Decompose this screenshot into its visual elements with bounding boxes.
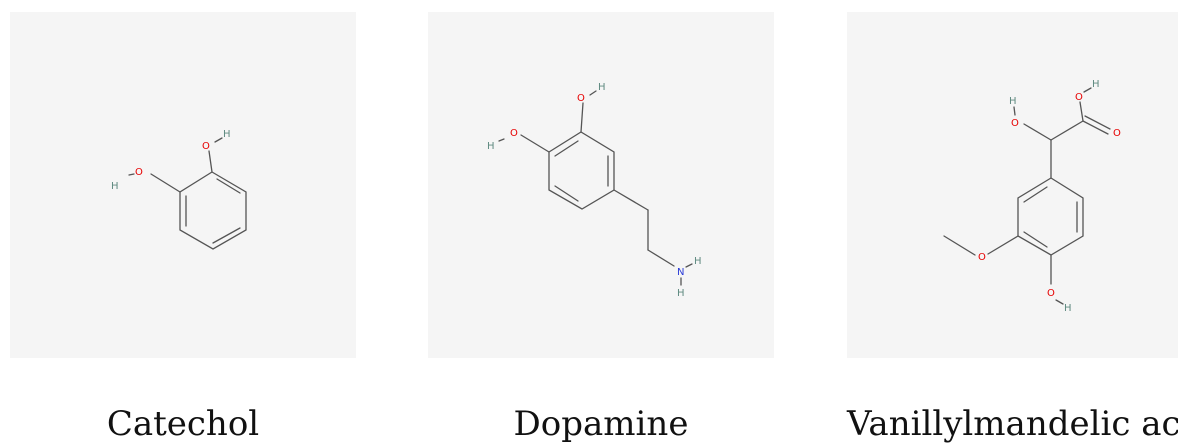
vanillylmandelic-acid-caption: Vanillylmandelic acid	[847, 404, 1178, 444]
atom-oxygen: O	[978, 252, 986, 263]
atom-hydrogen: H	[223, 129, 231, 140]
atom-hydrogen: H	[1092, 79, 1100, 90]
catechol-oh-bond	[128, 173, 135, 176]
catechol-ring	[179, 171, 247, 250]
dopamine-chain-bond	[613, 189, 649, 211]
dopamine-oh-bond	[498, 138, 505, 142]
dopamine-nh-bond	[685, 263, 693, 268]
catechol-o-bond	[208, 150, 213, 173]
catechol-structure: O H O H	[111, 129, 247, 250]
catechol-caption: Catechol	[106, 404, 260, 444]
atom-hydrogen: H	[694, 256, 702, 267]
atom-oxygen: O	[1113, 128, 1121, 139]
atom-oxygen: O	[577, 93, 585, 104]
vma-inner-bond	[1023, 186, 1048, 203]
vma-oh-bond	[1083, 87, 1092, 93]
atom-oxygen: O	[1011, 118, 1019, 129]
atom-hydrogen: H	[1064, 303, 1072, 314]
dopamine-oh-bond	[589, 90, 597, 96]
vma-carboxyl-double-bond	[1082, 120, 1109, 135]
vma-carboxyl-o-bond	[1079, 101, 1084, 122]
dopamine-ring	[548, 131, 615, 210]
vma-oh-bond	[1013, 106, 1016, 116]
atom-oxygen: O	[135, 167, 143, 178]
dopamine-chain-bond	[647, 249, 675, 267]
catechol-oh-bond	[214, 137, 223, 143]
dopamine-structure-panel: O H O H N H H	[428, 12, 774, 358]
vma-methoxy-bond	[987, 235, 1019, 255]
atom-oxygen: O	[510, 128, 518, 139]
dopamine-structure: O H O H N H H	[487, 82, 702, 299]
vma-carboxyl-bond	[1050, 120, 1084, 141]
atom-hydrogen: H	[1009, 96, 1017, 107]
vma-methoxy-bond	[943, 235, 976, 256]
catechol-o-bond	[150, 173, 181, 193]
atom-oxygen: O	[202, 141, 210, 152]
atom-oxygen: O	[1075, 92, 1083, 103]
atom-oxygen: O	[1047, 288, 1055, 299]
catechol-structure-panel: O H O H	[10, 12, 356, 358]
dopamine-o-bond	[520, 134, 550, 153]
vma-ring	[1017, 177, 1084, 256]
vma-oh-bond	[1055, 299, 1064, 305]
vma-carboxyl-double-bond	[1084, 115, 1111, 130]
atom-hydrogen: H	[111, 181, 119, 192]
dopamine-inner-bond	[554, 140, 579, 157]
catechol-inner-bond	[212, 227, 241, 244]
dopamine-o-bond	[580, 102, 584, 133]
vanillylmandelic-acid-structure-panel: O H O H O O O H	[847, 12, 1178, 358]
atom-hydrogen: H	[598, 82, 606, 93]
atom-nitrogen: N	[677, 267, 684, 278]
vma-inner-bond	[1023, 231, 1048, 248]
dopamine-caption: Dopamine	[513, 404, 689, 444]
atom-hydrogen: H	[487, 141, 495, 152]
vma-alpha-oh-bond	[1023, 123, 1052, 141]
dopamine-inner-bond	[554, 185, 579, 202]
atom-hydrogen: H	[677, 288, 685, 299]
vanillylmandelic-acid-structure: O H O H O O O H	[943, 79, 1121, 314]
catechol-inner-bond	[216, 178, 241, 194]
